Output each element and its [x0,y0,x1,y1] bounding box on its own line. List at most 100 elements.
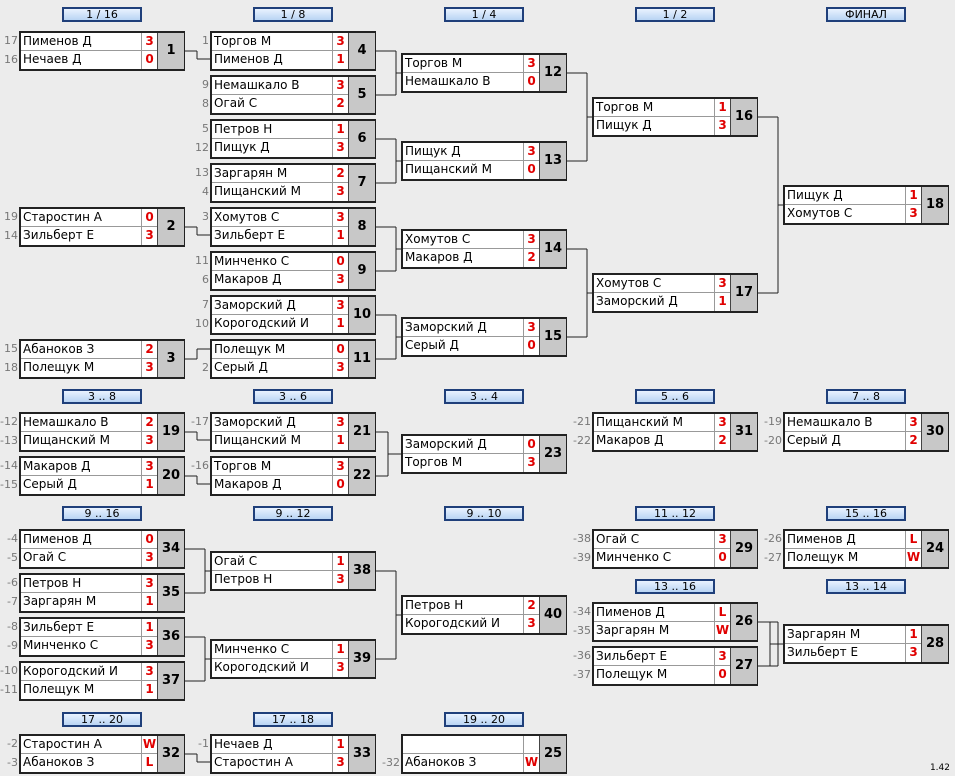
round-header[interactable]: 1 / 16 [62,7,142,22]
player-name[interactable]: Зильберт Е [21,227,141,245]
player-name[interactable]: Старостин А [21,736,141,754]
player-name[interactable]: Старостин А [21,209,141,227]
player-name[interactable]: Макаров Д [21,458,141,476]
player-name[interactable]: Минченко С [212,641,332,659]
player-name[interactable]: Абаноков З [21,754,141,772]
player-name[interactable]: Полещук М [785,549,905,567]
player-name[interactable]: Серый Д [785,432,905,450]
player-name[interactable]: Полещук М [21,359,141,377]
player-name[interactable]: Минченко С [21,637,141,655]
player-name[interactable]: Торгов М [212,33,332,51]
player-name[interactable]: Немашкало В [21,414,141,432]
player-name[interactable]: Заморский Д [403,319,523,337]
player-name[interactable]: Торгов М [594,99,714,117]
player-name[interactable]: Зильберт Е [212,227,332,245]
player-name[interactable]: Заргарян М [594,622,714,640]
player-name[interactable]: Зильберт Е [21,619,141,637]
round-header[interactable]: 3 .. 6 [253,389,333,404]
player-name[interactable]: Полещук М [594,666,714,684]
player-name[interactable]: Полещук М [212,341,332,359]
player-name[interactable]: Петров Н [21,575,141,593]
player-name[interactable]: Пименов Д [212,51,332,69]
player-name[interactable]: Макаров Д [403,249,523,267]
player-name[interactable]: Корогодский И [212,315,332,333]
player-name[interactable]: Макаров Д [212,271,332,289]
player-name[interactable]: Корогодский И [21,663,141,681]
player-name[interactable]: Торгов М [403,55,523,73]
player-name[interactable]: Немашкало В [785,414,905,432]
round-header[interactable]: 9 .. 12 [253,506,333,521]
player-name[interactable]: Зильберт Е [785,644,905,662]
round-header[interactable]: ФИНАЛ [826,7,906,22]
player-name[interactable]: Полещук М [21,681,141,699]
round-header[interactable]: 9 .. 10 [444,506,524,521]
player-name[interactable]: Огай С [594,531,714,549]
player-name[interactable]: Пищанский М [212,183,332,201]
player-name[interactable]: Петров Н [403,597,523,615]
round-header[interactable]: 5 .. 6 [635,389,715,404]
player-name[interactable]: Пищанский М [403,161,523,179]
player-name[interactable]: Абаноков З [21,341,141,359]
round-header[interactable]: 1 / 4 [444,7,524,22]
player-name[interactable]: Заморский Д [212,414,332,432]
player-name[interactable]: Немашкало В [403,73,523,91]
round-header[interactable]: 3 .. 8 [62,389,142,404]
player-name[interactable]: Корогодский И [212,659,332,677]
player-name[interactable]: Заргарян М [21,593,141,611]
player-name[interactable]: Заргарян М [212,165,332,183]
player-name[interactable]: Хомутов С [594,275,714,293]
player-name[interactable]: Нечаев Д [212,736,332,754]
player-name[interactable]: Серый Д [403,337,523,355]
player-name[interactable]: Минченко С [212,253,332,271]
round-header[interactable]: 19 .. 20 [444,712,524,727]
player-name[interactable]: Хомутов С [785,205,905,223]
player-name[interactable]: Торгов М [403,454,523,472]
player-name[interactable]: Корогодский И [403,615,523,633]
player-name[interactable]: Пищанский М [212,432,332,450]
round-header[interactable]: 9 .. 16 [62,506,142,521]
player-name[interactable]: Пищук Д [594,117,714,135]
player-name[interactable]: Хомутов С [403,231,523,249]
player-name[interactable]: Заргарян М [785,626,905,644]
player-name[interactable]: Немашкало В [212,77,332,95]
round-header[interactable]: 13 .. 16 [635,579,715,594]
player-name[interactable]: Заморский Д [403,436,523,454]
player-name[interactable]: Нечаев Д [21,51,141,69]
player-name[interactable] [403,736,523,754]
round-header[interactable]: 11 .. 12 [635,506,715,521]
round-header[interactable]: 7 .. 8 [826,389,906,404]
player-name[interactable]: Хомутов С [212,209,332,227]
player-name[interactable]: Огай С [212,553,332,571]
player-name[interactable]: Старостин А [212,754,332,772]
player-name[interactable]: Пищук Д [403,143,523,161]
player-name[interactable]: Пименов Д [21,531,141,549]
player-name[interactable]: Пименов Д [21,33,141,51]
player-name[interactable]: Огай С [212,95,332,113]
player-name[interactable]: Пименов Д [785,531,905,549]
round-header[interactable]: 1 / 8 [253,7,333,22]
player-name[interactable]: Зильберт Е [594,648,714,666]
player-name[interactable]: Огай С [21,549,141,567]
player-name[interactable]: Макаров Д [594,432,714,450]
player-name[interactable]: Макаров Д [212,476,332,494]
player-name[interactable]: Серый Д [21,476,141,494]
player-name[interactable]: Минченко С [594,549,714,567]
round-header[interactable]: 3 .. 4 [444,389,524,404]
player-name[interactable]: Заморский Д [212,297,332,315]
player-name[interactable]: Петров Н [212,571,332,589]
player-name[interactable]: Торгов М [212,458,332,476]
player-name[interactable]: Пищанский М [594,414,714,432]
round-header[interactable]: 17 .. 18 [253,712,333,727]
player-name[interactable]: Пищук Д [212,139,332,157]
round-header[interactable]: 13 .. 14 [826,579,906,594]
player-name[interactable]: Петров Н [212,121,332,139]
player-name[interactable]: Серый Д [212,359,332,377]
round-header[interactable]: 17 .. 20 [62,712,142,727]
player-name[interactable]: Пименов Д [594,604,714,622]
round-header[interactable]: 15 .. 16 [826,506,906,521]
player-name[interactable]: Пищанский М [21,432,141,450]
player-name[interactable]: Абаноков З [403,754,523,772]
round-header[interactable]: 1 / 2 [635,7,715,22]
player-name[interactable]: Заморский Д [594,293,714,311]
player-name[interactable]: Пищук Д [785,187,905,205]
